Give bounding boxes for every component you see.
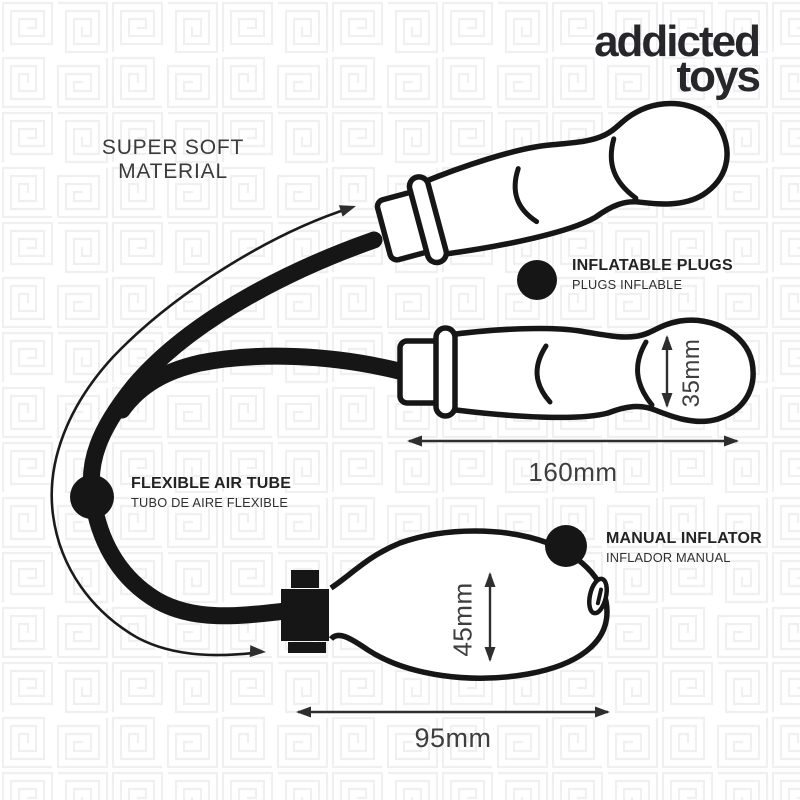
- pump-height-dimension-arrow: [484, 572, 496, 662]
- material-note: SUPER SOFT MATERIAL: [88, 136, 258, 183]
- material-note-line2: MATERIAL: [118, 159, 228, 183]
- manual-inflator-callout: MANUAL INFLATOR INFLADOR MANUAL: [606, 530, 762, 565]
- flexible-air-tube-bullet-dot-icon: [70, 475, 114, 519]
- brand-logo-line2: toys: [676, 52, 761, 102]
- plug-head-diameter-dimension-arrow: [661, 335, 673, 408]
- pump-length-dimension-arrow: [296, 706, 610, 718]
- inflatable-plugs-label: INFLATABLE PLUGS: [572, 257, 733, 274]
- air-release-valve-illustration: [587, 576, 609, 616]
- pump-bulb-illustration: [281, 528, 610, 681]
- flexible-air-tube-callout: FLEXIBLE AIR TUBE TUBO DE AIRE FLEXIBLE: [131, 475, 292, 510]
- inflatable-plugs-bullet-dot-icon: [517, 260, 557, 300]
- manual-inflator-label: MANUAL INFLATOR: [606, 530, 762, 547]
- pump-length-dimension-value: 95mm: [414, 723, 492, 753]
- material-annotation-arrow-icon: [50, 205, 356, 658]
- plug-length-dimension-value: 160mm: [528, 457, 618, 487]
- flexible-air-tube-label: FLEXIBLE AIR TUBE: [131, 475, 292, 492]
- pump-height-dimension-value: 45mm: [447, 582, 478, 657]
- pump-connector-illustration: [281, 570, 329, 653]
- material-note-line1: SUPER SOFT: [101, 136, 245, 159]
- plug-head-diameter-dimension-value: 35mm: [678, 338, 705, 408]
- flexible-air-tube-sublabel: TUBO DE AIRE FLEXIBLE: [131, 494, 289, 510]
- inflatable-plugs-sublabel: PLUGS INFLABLE: [572, 276, 683, 292]
- manual-inflator-bullet-dot-icon: [545, 525, 587, 567]
- brand-logo-line1: addicted: [594, 17, 761, 66]
- inflatable-plugs-callout: INFLATABLE PLUGS PLUGS INFLABLE: [572, 257, 733, 292]
- manual-inflator-sublabel: INFLADOR MANUAL: [606, 549, 731, 565]
- brand-logo: addicted toys: [594, 17, 761, 102]
- plug-length-dimension-arrow: [407, 435, 739, 447]
